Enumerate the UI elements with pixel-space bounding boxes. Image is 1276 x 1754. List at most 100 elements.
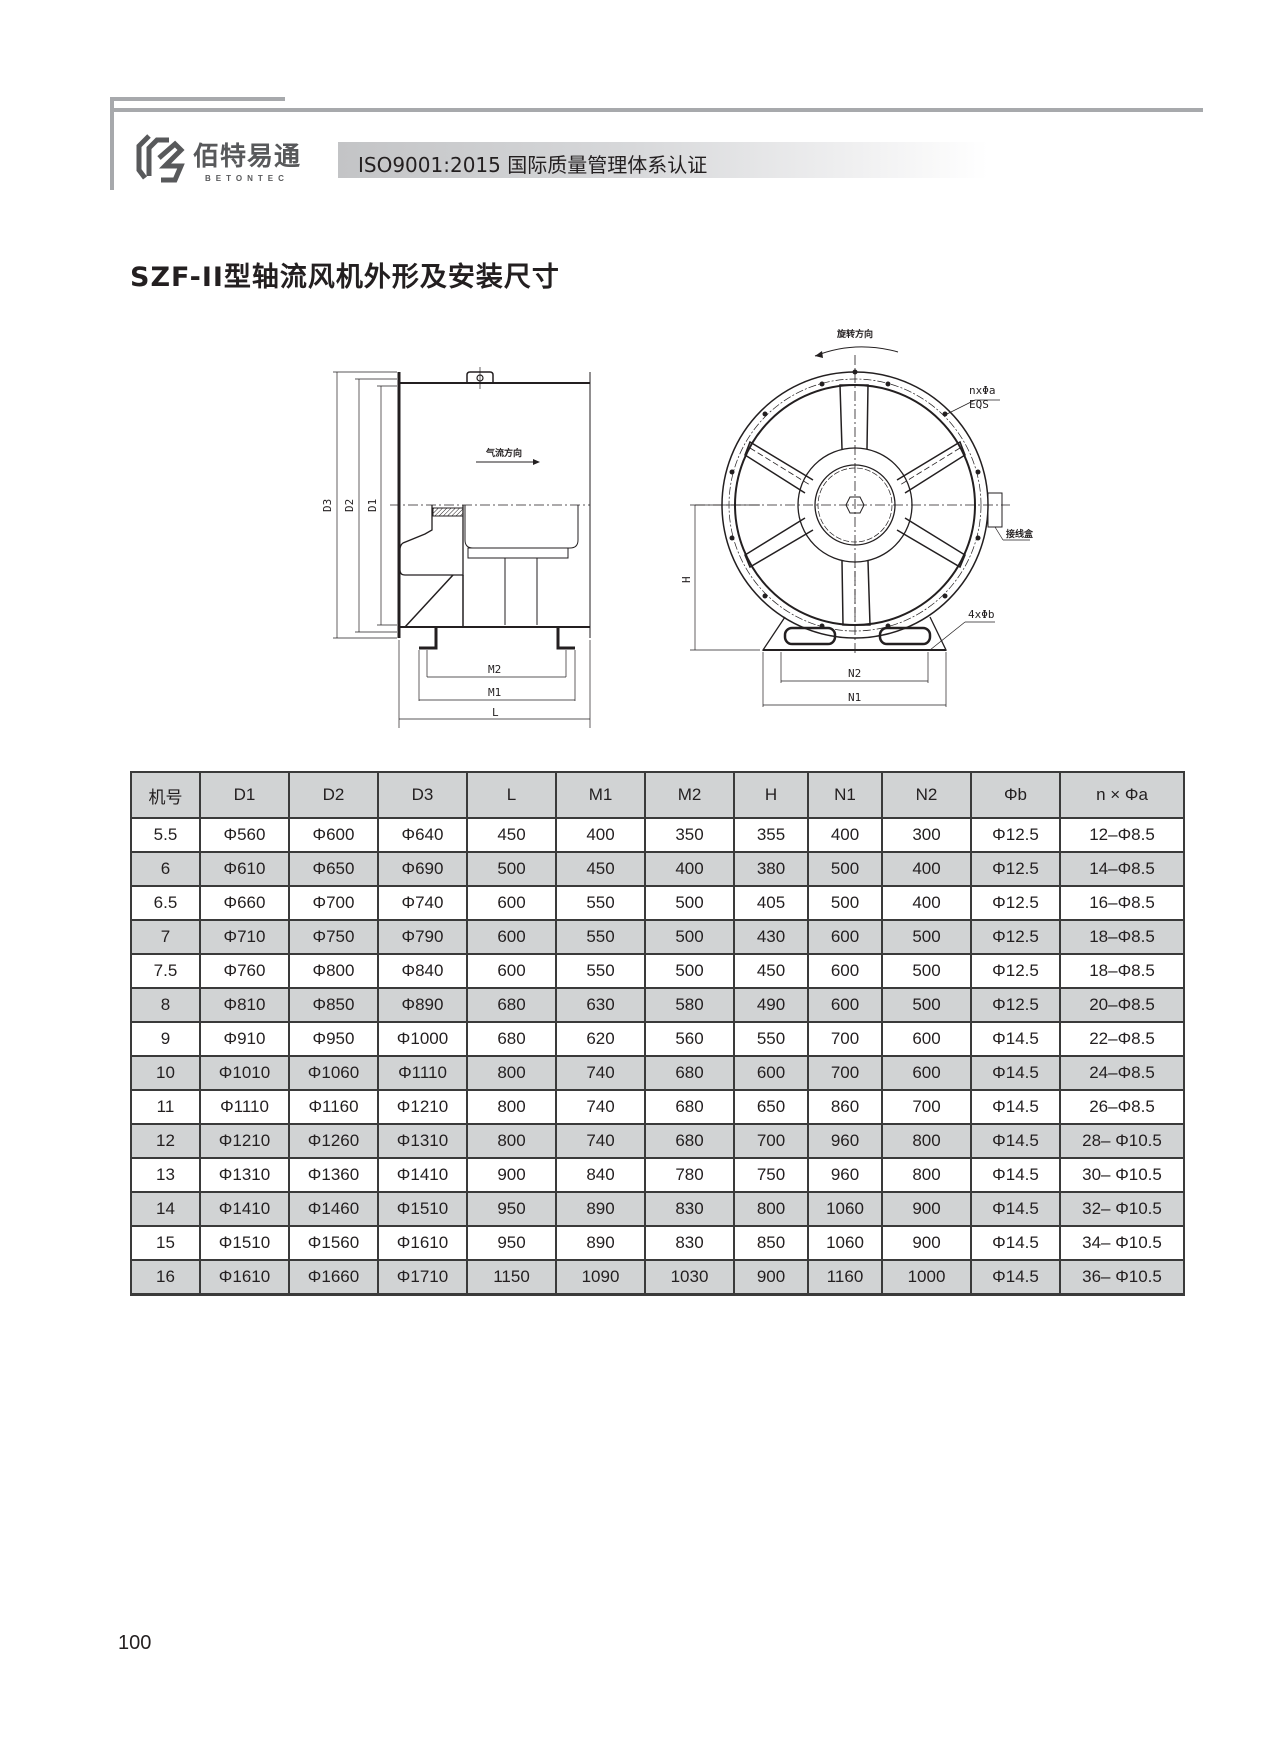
table-cell: Φ790 [377,919,468,955]
table-cell: 680 [644,1123,735,1159]
table-cell: 11 [130,1089,201,1125]
table-cell: 450 [733,953,809,989]
table-cell: 22–Φ8.5 [1059,1021,1185,1057]
table-cell: 700 [881,1089,972,1125]
table-cell: Φ1310 [377,1123,468,1159]
table-cell: Φ1510 [199,1225,290,1261]
page-number: 100 [118,1632,152,1654]
table-cell: 16 [130,1259,201,1296]
table-cell: 600 [466,885,557,921]
table-cell: 950 [466,1225,557,1261]
table-cell: 600 [881,1055,972,1091]
table-cell: Φ1560 [288,1225,379,1261]
table-cell: 1000 [881,1259,972,1296]
table-cell: Φ760 [199,953,290,989]
table-cell: 24–Φ8.5 [1059,1055,1185,1091]
table-cell: 630 [555,987,646,1023]
table-cell: Φ14.5 [970,1055,1061,1091]
table-cell: 355 [733,817,809,853]
table-cell: Φ1360 [288,1157,379,1193]
table-cell: 450 [466,817,557,853]
column-header: n × Φa [1059,771,1185,819]
table-cell: Φ12.5 [970,885,1061,921]
table-cell: 500 [466,851,557,887]
table-cell: 740 [555,1055,646,1091]
table-cell: 550 [733,1021,809,1057]
table-cell: 32– Φ10.5 [1059,1191,1185,1227]
table-cell: Φ840 [377,953,468,989]
dim-label-n2: N2 [848,667,861,680]
table-cell: 800 [881,1157,972,1193]
table-cell: 550 [555,885,646,921]
table-cell: 14–Φ8.5 [1059,851,1185,887]
table-cell: Φ1110 [377,1055,468,1091]
table-cell: 14 [130,1191,201,1227]
table-cell: 9 [130,1021,201,1057]
table-cell: 1160 [807,1259,883,1296]
logo-mark-icon [136,134,185,183]
table-cell: Φ12.5 [970,953,1061,989]
table-cell: 6 [130,851,201,887]
table-cell: 830 [644,1191,735,1227]
table-cell: 300 [881,817,972,853]
table-cell: 15 [130,1225,201,1261]
table-cell: Φ1210 [199,1123,290,1159]
table-cell: 600 [733,1055,809,1091]
table-cell: 350 [644,817,735,853]
table-cell: 620 [555,1021,646,1057]
table-cell: Φ1160 [288,1089,379,1125]
certification-text: ISO9001:2015 国际质量管理体系认证 [358,153,708,177]
table-cell: 16–Φ8.5 [1059,885,1185,921]
brand-logo: 佰特易通 BETONTEC [135,130,325,190]
table-cell: 740 [555,1089,646,1125]
table-cell: 600 [466,953,557,989]
table-cell: 740 [555,1123,646,1159]
table-cell: 430 [733,919,809,955]
table-cell: 840 [555,1157,646,1193]
table-cell: 8 [130,987,201,1023]
table-cell: 680 [466,987,557,1023]
table-cell: 5.5 [130,817,201,853]
table-cell: 1150 [466,1259,557,1296]
table-cell: Φ14.5 [970,1191,1061,1227]
table-cell: 500 [644,885,735,921]
table-cell: 600 [881,1021,972,1057]
table-cell: Φ1110 [199,1089,290,1125]
table-cell: Φ14.5 [970,1225,1061,1261]
table-cell: 900 [881,1191,972,1227]
dim-label-d1: D1 [366,499,379,512]
table-cell: Φ800 [288,953,379,989]
column-header: D2 [288,771,379,819]
header-frame-line [110,97,114,190]
table-cell: 960 [807,1123,883,1159]
table-cell: Φ12.5 [970,817,1061,853]
table-cell: Φ1260 [288,1123,379,1159]
table-cell: 680 [644,1089,735,1125]
table-cell: 405 [733,885,809,921]
table-cell: Φ1710 [377,1259,468,1296]
table-cell: 400 [807,817,883,853]
table-cell: 500 [644,919,735,955]
table-cell: Φ660 [199,885,290,921]
table-cell: 680 [644,1055,735,1091]
table-cell: 400 [555,817,646,853]
table-cell: 18–Φ8.5 [1059,919,1185,955]
table-cell: 900 [466,1157,557,1193]
table-cell: 780 [644,1157,735,1193]
table-cell: Φ1510 [377,1191,468,1227]
brand-name-cn: 佰特易通 [193,142,302,172]
table-cell: 28– Φ10.5 [1059,1123,1185,1159]
certification-banner: ISO9001:2015 国际质量管理体系认证 [338,142,988,178]
fan-drawings: D3 D2 D1 气流方向 M2 M1 L [321,328,1034,728]
table-cell: 800 [466,1089,557,1125]
junction-box-label: 接线盒 [1006,528,1034,540]
table-cell: Φ810 [199,987,290,1023]
table-cell: 34– Φ10.5 [1059,1225,1185,1261]
